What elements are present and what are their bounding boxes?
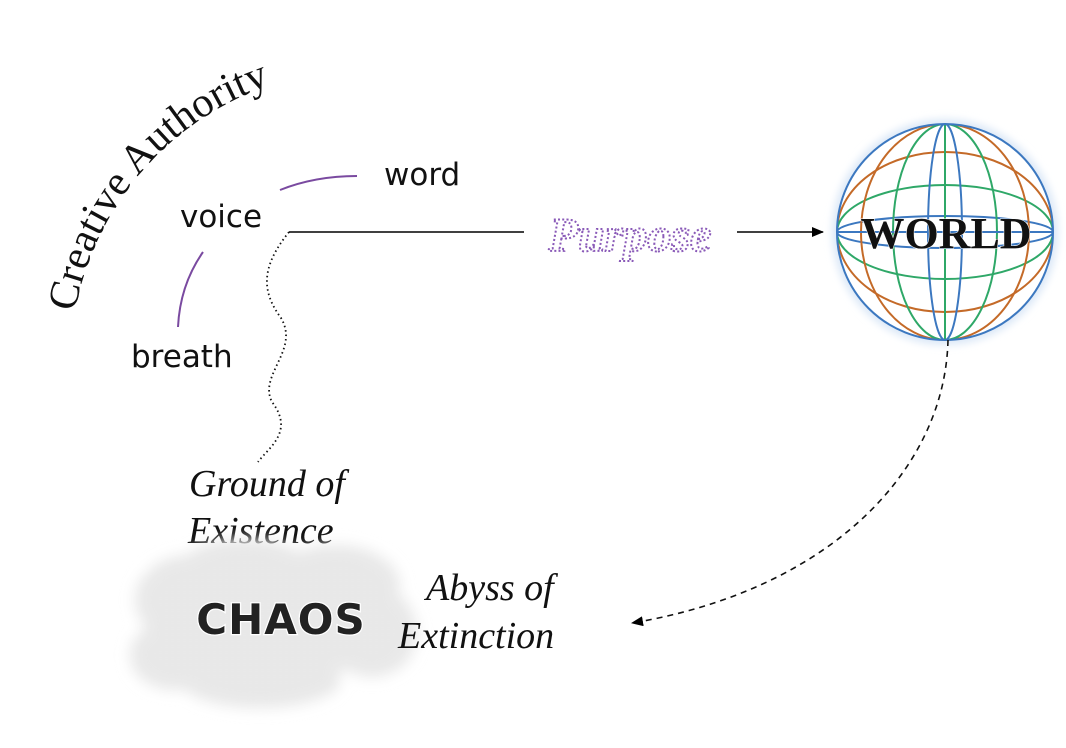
dotted-wavy-connector — [257, 231, 290, 463]
word-connector-stroke — [279, 175, 358, 191]
word-label: word — [384, 157, 460, 193]
abyss-of-extinction-line1: Abyss of — [423, 567, 558, 609]
ground-of-existence-line1: Ground of — [189, 463, 349, 505]
abyss-of-extinction-line2: Extinction — [397, 615, 554, 657]
return-dashed-arrow — [631, 339, 949, 627]
purpose-label: Purpose — [548, 209, 712, 262]
world-globe — [832, 119, 1058, 345]
chaos-cloud — [130, 539, 417, 708]
world-label: WORLD — [860, 209, 1031, 258]
creative-authority-arc-title: Creative Authority — [40, 51, 274, 314]
breath-label: breath — [131, 339, 233, 375]
breath-connector-stroke — [177, 251, 204, 328]
chaos-label: CHAOS — [196, 595, 365, 644]
voice-label: voice — [180, 199, 262, 235]
